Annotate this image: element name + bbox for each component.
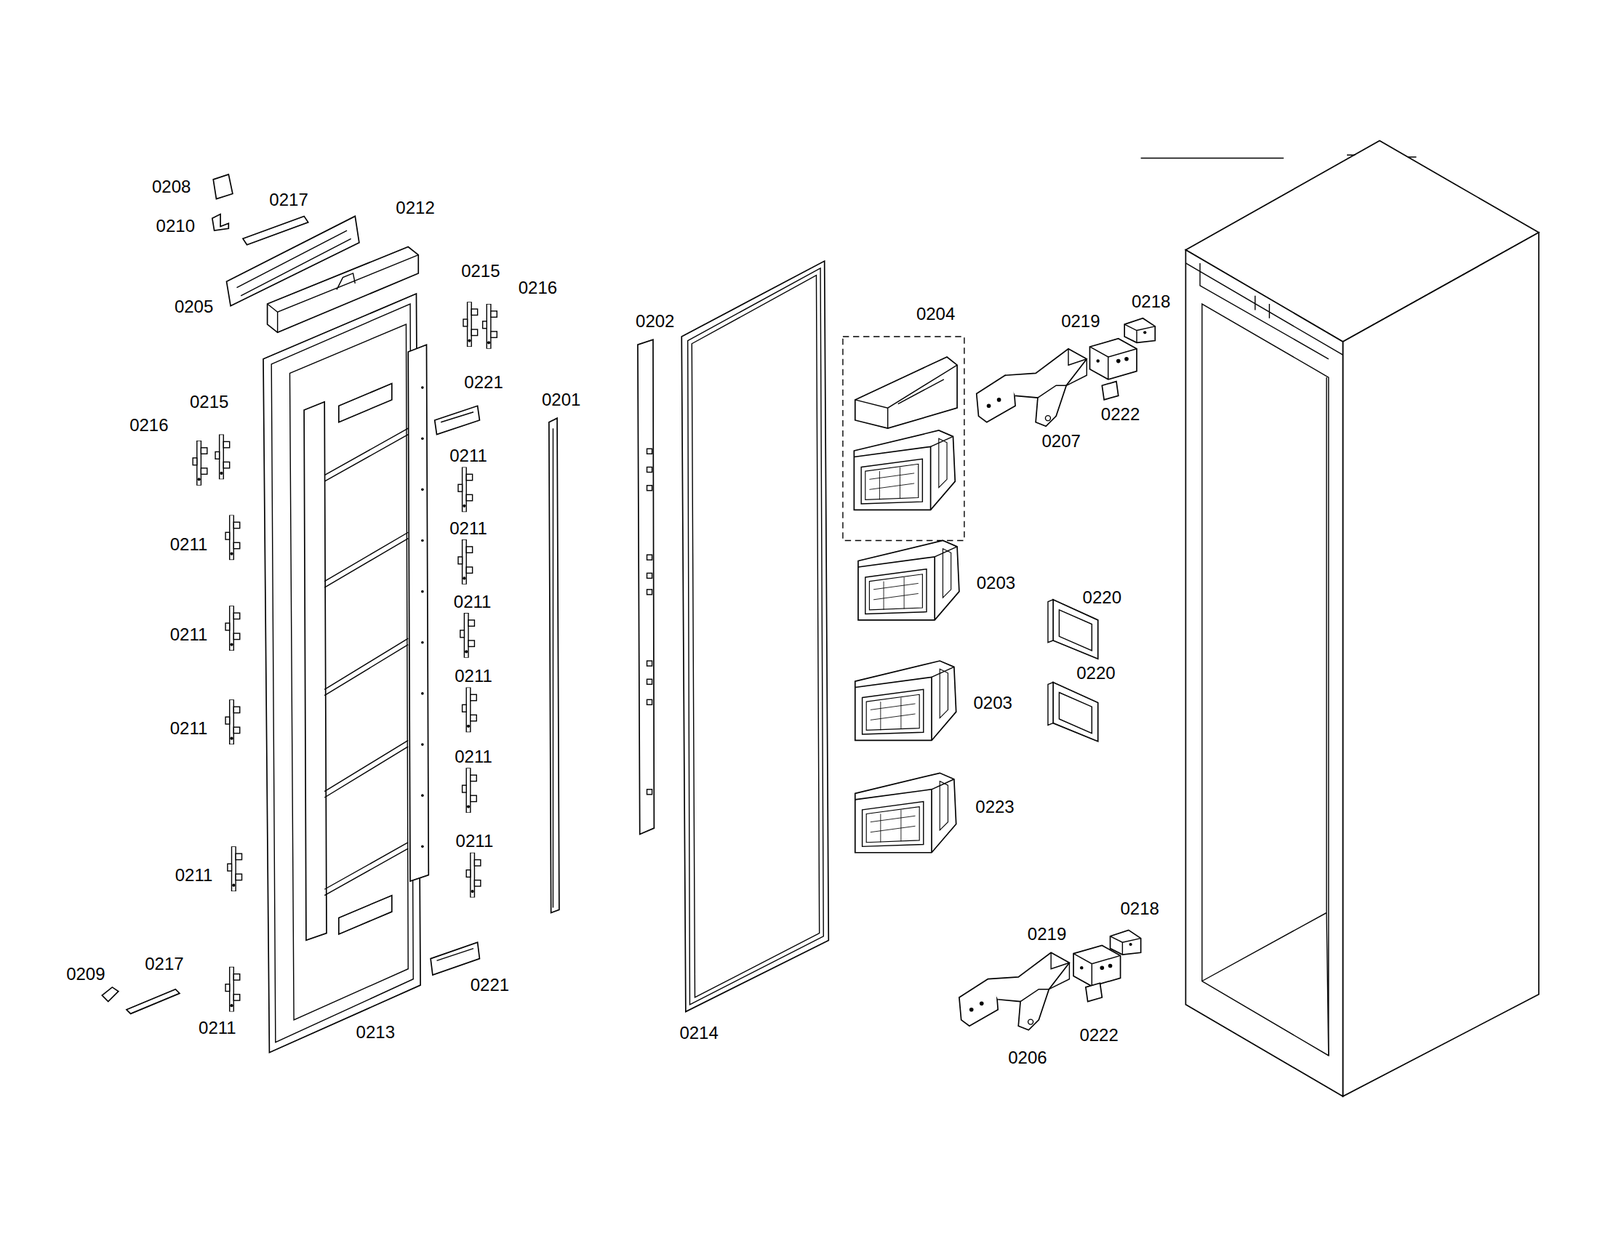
callout-number: 0205 [173, 297, 215, 317]
callout-number: 0219 [1059, 312, 1102, 331]
callout-number: 0222 [1099, 405, 1142, 424]
callout-number: 0211 [168, 625, 210, 645]
callout-number: 0214 [677, 1024, 720, 1043]
callout-number: 0211 [168, 535, 210, 555]
callout-number: 0211 [453, 666, 494, 686]
callout-number: 0208 [150, 177, 192, 197]
callout-number: 0203 [975, 573, 1017, 593]
callout-number: 0203 [971, 693, 1014, 713]
callout-number: 0209 [64, 965, 107, 984]
callout-number: 0215 [459, 261, 502, 281]
callout-number: 0211 [197, 1018, 238, 1038]
callout-number: 0210 [154, 216, 197, 236]
callout-number: 0211 [453, 747, 494, 767]
callout-number: 0207 [1040, 432, 1082, 451]
callout-number: 0215 [188, 392, 230, 412]
callout-number: 0221 [469, 976, 511, 995]
callout-number: 0217 [267, 190, 310, 210]
callout-number: 0220 [1081, 588, 1123, 608]
callout-number: 0211 [448, 519, 489, 539]
callout-number: 0220 [1074, 664, 1117, 683]
callout-number: 0211 [454, 832, 496, 851]
callout-number: 0218 [1130, 292, 1172, 312]
callout-number: 0213 [354, 1023, 397, 1043]
callout-number: 0223 [973, 797, 1016, 817]
callout-number: 0211 [452, 592, 494, 612]
callout-number: 0206 [1006, 1048, 1048, 1068]
callout-number: 0211 [173, 866, 215, 886]
callout-number: 0211 [168, 719, 210, 739]
callout-number: 0216 [128, 416, 170, 435]
callout-number: 0217 [143, 954, 185, 974]
callout-number: 0219 [1026, 925, 1068, 944]
callout-number: 0222 [1077, 1026, 1120, 1046]
callout-number: 0201 [540, 390, 582, 410]
callout-number: 0218 [1119, 899, 1161, 919]
callout-number: 0221 [462, 373, 504, 392]
callout-number: 0216 [517, 278, 559, 298]
callout-number: 0211 [448, 446, 489, 466]
callout-number: 0204 [914, 304, 957, 324]
callout-number: 0202 [634, 312, 676, 331]
callout-number: 0212 [394, 198, 436, 218]
